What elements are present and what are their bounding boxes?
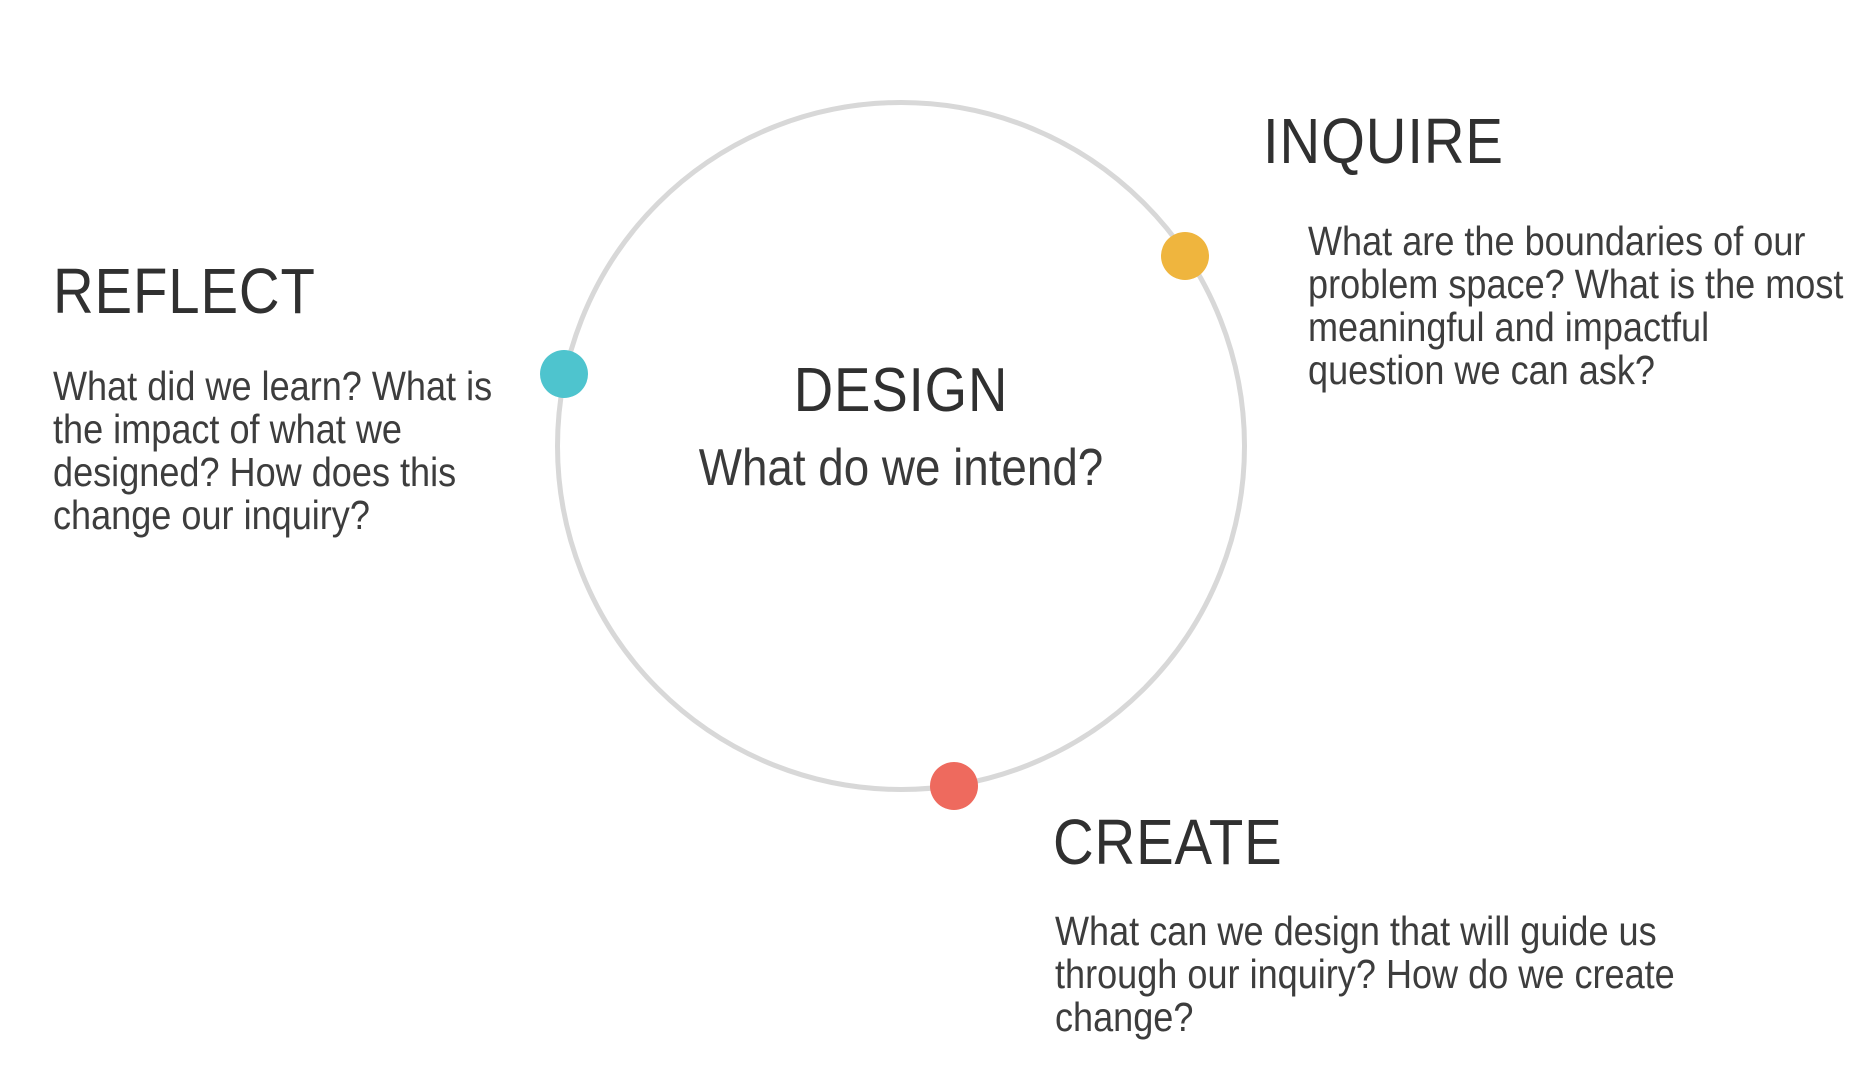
create-description: What can we design that will guide us th…	[1055, 908, 1675, 1040]
design-subtitle: What do we intend?	[698, 439, 1104, 497]
reflect-node-dot	[540, 350, 588, 398]
design-title: DESIGN	[793, 356, 1009, 425]
inquire-node-dot	[1161, 232, 1209, 280]
reflect-description: What did we learn? What is the impact of…	[53, 363, 493, 538]
reflect-heading: REFLECT	[53, 255, 316, 327]
cycle-circle	[555, 100, 1247, 792]
create-node-dot	[930, 762, 978, 810]
inquire-description: What are the boundaries of our problem s…	[1308, 218, 1844, 393]
create-heading: CREATE	[1053, 806, 1283, 878]
inquire-heading: INQUIRE	[1263, 105, 1504, 177]
center-label: DESIGN What do we intend?	[637, 356, 1165, 497]
